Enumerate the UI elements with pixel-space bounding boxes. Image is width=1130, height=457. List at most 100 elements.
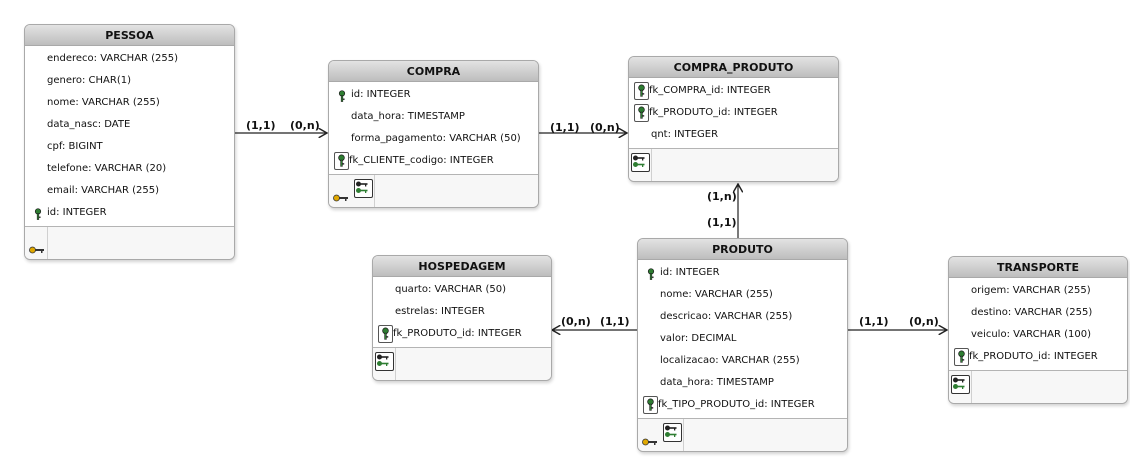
attribute-row[interactable]: fk_PRODUTO_id: INTEGER <box>373 323 551 345</box>
attribute-text: qnt: INTEGER <box>651 129 719 140</box>
attribute-row[interactable]: id: INTEGER <box>25 202 234 224</box>
footer-divider <box>651 149 652 181</box>
attribute-text: fk_COMPRA_id: INTEGER <box>649 85 771 96</box>
attribute-row[interactable]: fk_PRODUTO_id: INTEGER <box>949 346 1127 368</box>
attribute-list: id: INTEGER nome: VARCHAR (255) descricao:… <box>638 260 847 419</box>
attribute-row[interactable]: fk_CLIENTE_codigo: INTEGER <box>329 150 538 172</box>
attribute-text: data_hora: TIMESTAMP <box>660 377 774 388</box>
primary-key-icon <box>337 89 347 102</box>
attribute-text: localizacao: VARCHAR (255) <box>660 355 800 366</box>
attribute-text: fk_PRODUTO_id: INTEGER <box>649 107 778 118</box>
attribute-row[interactable]: fk_PRODUTO_id: INTEGER <box>629 102 838 124</box>
attribute-text: fk_CLIENTE_codigo: INTEGER <box>349 155 494 166</box>
attribute-text: origem: VARCHAR (255) <box>971 285 1091 296</box>
foreign-key-index-icon <box>663 423 682 442</box>
attribute-row[interactable]: telefone: VARCHAR (20) <box>25 158 234 180</box>
foreign-key-icon <box>634 104 649 122</box>
primary-key-index-icon <box>642 431 658 450</box>
attribute-text: estrelas: INTEGER <box>395 306 485 317</box>
attribute-text: veiculo: VARCHAR (100) <box>971 329 1091 340</box>
attribute-list: fk_COMPRA_id: INTEGER fk_PRODUTO_id: INTE… <box>629 78 838 149</box>
entity-title: PESSOA <box>25 25 234 46</box>
foreign-key-icon <box>643 396 658 414</box>
foreign-key-icon <box>378 325 393 343</box>
attribute-row[interactable]: descricao: VARCHAR (255) <box>638 306 847 328</box>
entity-footer <box>329 175 538 207</box>
foreign-key-icon <box>634 82 649 100</box>
attribute-row[interactable]: id: INTEGER <box>329 84 538 106</box>
attribute-list: quarto: VARCHAR (50) estrelas: INTEGER fk_… <box>373 277 551 348</box>
entity-footer <box>949 371 1127 403</box>
entity-title: TRANSPORTE <box>949 257 1127 278</box>
attribute-text: endereco: VARCHAR (255) <box>47 53 179 64</box>
entity-produto[interactable]: PRODUTO id: INTEGER nome: VARCHAR (255) des… <box>637 238 848 452</box>
attribute-text: data_hora: TIMESTAMP <box>351 111 465 122</box>
attribute-row[interactable]: fk_TIPO_PRODUTO_id: INTEGER <box>638 394 847 416</box>
attribute-text: cpf: BIGINT <box>47 141 103 152</box>
edge-pessoa-compra-to: (0,n) <box>290 119 320 132</box>
edge-produto-transporte-to: (0,n) <box>909 315 939 328</box>
attribute-text: forma_pagamento: VARCHAR (50) <box>351 133 521 144</box>
footer-divider <box>374 175 375 207</box>
attribute-row[interactable]: forma_pagamento: VARCHAR (50) <box>329 128 538 150</box>
attribute-row[interactable]: data_hora: TIMESTAMP <box>329 106 538 128</box>
attribute-row[interactable]: nome: VARCHAR (255) <box>25 92 234 114</box>
attribute-row[interactable]: data_hora: TIMESTAMP <box>638 372 847 394</box>
attribute-list: origem: VARCHAR (255) destino: VARCHAR (2… <box>949 278 1127 371</box>
entity-title: PRODUTO <box>638 239 847 260</box>
footer-divider <box>47 227 48 259</box>
attribute-row[interactable]: data_nasc: DATE <box>25 114 234 136</box>
attribute-text: fk_PRODUTO_id: INTEGER <box>969 351 1098 362</box>
attribute-text: fk_TIPO_PRODUTO_id: INTEGER <box>658 399 815 410</box>
attribute-text: valor: DECIMAL <box>660 333 737 344</box>
attribute-text: nome: VARCHAR (255) <box>660 289 773 300</box>
attribute-row[interactable]: localizacao: VARCHAR (255) <box>638 350 847 372</box>
attribute-row[interactable]: genero: CHAR(1) <box>25 70 234 92</box>
attribute-text: email: VARCHAR (255) <box>47 185 159 196</box>
foreign-key-index-icon <box>631 153 650 172</box>
foreign-key-icon <box>334 152 349 170</box>
attribute-row[interactable]: origem: VARCHAR (255) <box>949 280 1127 302</box>
attribute-text: id: INTEGER <box>47 207 107 218</box>
edge-produto-compra-produto-from: (1,1) <box>707 216 737 229</box>
primary-key-index-icon <box>29 239 45 258</box>
attribute-text: genero: CHAR(1) <box>47 75 132 86</box>
attribute-text: descricao: VARCHAR (255) <box>660 311 793 322</box>
edge-produto-transporte-from: (1,1) <box>859 315 889 328</box>
footer-divider <box>395 348 396 380</box>
attribute-list: id: INTEGER data_hora: TIMESTAMP forma_pag… <box>329 82 538 175</box>
attribute-row[interactable]: nome: VARCHAR (255) <box>638 284 847 306</box>
entity-transporte[interactable]: TRANSPORTE origem: VARCHAR (255) destino: … <box>948 256 1128 404</box>
footer-divider <box>971 371 972 403</box>
foreign-key-index-icon <box>375 352 394 371</box>
attribute-row[interactable]: destino: VARCHAR (255) <box>949 302 1127 324</box>
edge-produto-hospedagem-from: (1,1) <box>600 315 630 328</box>
attribute-row[interactable]: qnt: INTEGER <box>629 124 838 146</box>
attribute-row[interactable]: estrelas: INTEGER <box>373 301 551 323</box>
entity-pessoa[interactable]: PESSOA endereco: VARCHAR (255) genero: CHA… <box>24 24 235 260</box>
edge-compra-compra-produto-from: (1,1) <box>550 121 580 134</box>
attribute-row[interactable]: veiculo: VARCHAR (100) <box>949 324 1127 346</box>
attribute-row[interactable]: id: INTEGER <box>638 262 847 284</box>
attribute-text: id: INTEGER <box>660 267 720 278</box>
attribute-row[interactable]: cpf: BIGINT <box>25 136 234 158</box>
attribute-row[interactable]: valor: DECIMAL <box>638 328 847 350</box>
entity-footer <box>638 419 847 451</box>
attribute-row[interactable]: quarto: VARCHAR (50) <box>373 279 551 301</box>
entity-title: COMPRA <box>329 61 538 82</box>
foreign-key-icon <box>954 348 969 366</box>
primary-key-icon <box>33 207 43 220</box>
attribute-row[interactable]: endereco: VARCHAR (255) <box>25 48 234 70</box>
entity-title: HOSPEDAGEM <box>373 256 551 277</box>
entity-footer <box>629 149 838 181</box>
attribute-text: telefone: VARCHAR (20) <box>47 163 167 174</box>
attribute-row[interactable]: fk_COMPRA_id: INTEGER <box>629 80 838 102</box>
primary-key-icon <box>646 267 656 280</box>
attribute-text: destino: VARCHAR (255) <box>971 307 1093 318</box>
attribute-row[interactable]: email: VARCHAR (255) <box>25 180 234 202</box>
edge-compra-compra-produto-to: (0,n) <box>590 121 620 134</box>
